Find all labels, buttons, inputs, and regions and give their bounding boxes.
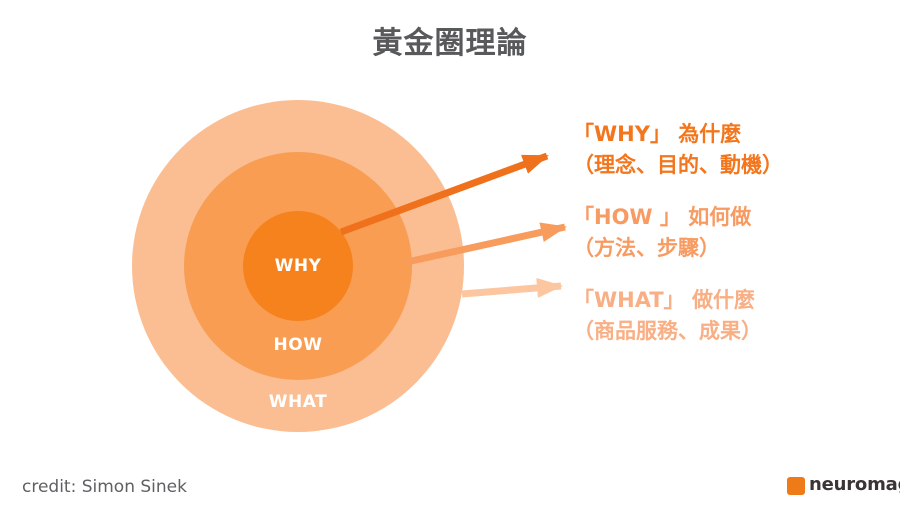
annotation-how-line2: （方法、步驟） (573, 236, 720, 260)
annotation-how-line1: 「HOW 」 如何做 (573, 205, 752, 229)
ring-label-how: HOW (273, 335, 323, 355)
credit-text: credit: Simon Sinek (22, 477, 187, 497)
ring-label-what: WHAT (268, 392, 328, 412)
annotation-how: 「HOW 」 如何做 （方法、步驟） (573, 202, 751, 264)
annotation-why: 「WHY」 為什麼 （理念、目的、動機） (573, 119, 783, 181)
logo-square-icon (787, 476, 805, 495)
annotation-what-line1: 「WHAT」 做什麼 (573, 288, 755, 312)
ring-label-why: WHY (274, 256, 322, 276)
annotation-why-line1: 「WHY」 為什麼 (573, 122, 742, 146)
logo-text-prefix: neuromag (809, 474, 900, 495)
annotation-what-line2: （商品服務、成果） (573, 319, 762, 343)
ring-why: WHY (243, 211, 353, 321)
annotation-why-line2: （理念、目的、動機） (573, 153, 783, 177)
page-title: 黃金圈理論 (372, 26, 528, 61)
what-arrow-icon (461, 277, 563, 298)
neuromagic-logo: neuromagıc (787, 474, 900, 495)
logo-text: neuromagıc (809, 474, 900, 495)
annotation-what: 「WHAT」 做什麼 （商品服務、成果） (573, 285, 762, 347)
golden-circle-diagram: WHY HOW WHAT (132, 100, 464, 432)
